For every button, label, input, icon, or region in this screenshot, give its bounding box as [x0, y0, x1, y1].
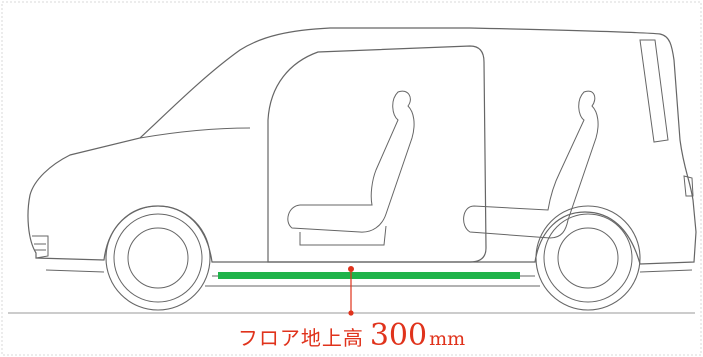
floor-height-bar — [218, 272, 520, 279]
car-body-outline — [27, 27, 697, 265]
rear-light — [683, 175, 694, 197]
front-seat-base — [299, 225, 387, 246]
door-opening — [267, 45, 487, 263]
front-seat — [287, 90, 415, 233]
caption-unit: mm — [429, 328, 466, 350]
windshield-line — [139, 127, 251, 139]
front-bumper — [32, 235, 49, 259]
caption-label: フロア地上高 — [237, 326, 364, 350]
rear-seat — [463, 90, 599, 239]
measurement-marker — [348, 266, 354, 316]
front-wheel — [105, 205, 211, 311]
rear-wheel — [535, 205, 641, 311]
caption-value: 300 — [369, 318, 428, 353]
side-window — [639, 39, 669, 143]
